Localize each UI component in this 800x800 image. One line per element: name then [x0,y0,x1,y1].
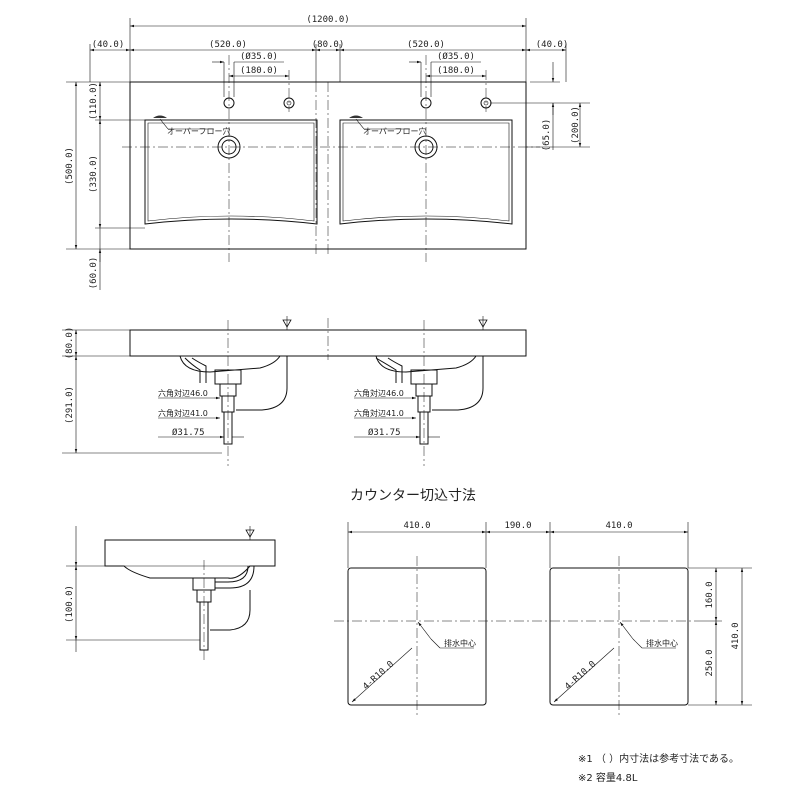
dim-basin-right: (520.0) [407,40,445,50]
dim-depth-total: (500.0) [65,147,75,185]
label-hex46-right: 六角対辺46.0 [354,388,404,398]
dim-hole-dia-right: (Ø35.0) [437,51,475,62]
dim-depth-front: (60.0) [89,257,99,290]
front-view: (80.0) (291.0) 六角対辺46.0 六角対辺41.0 Ø31.75 … [62,316,526,466]
label-overflow-left: オーバーフロー穴 [167,126,230,136]
side-counter [105,540,275,578]
dim-cut-center-bottom: 250.0 [705,649,715,676]
label-hex41-right: 六角対辺41.0 [354,408,404,418]
note-1: ※1 （ ）内寸法は参考寸法である。 [578,752,739,765]
dim-cut-width-right: 410.0 [605,521,632,531]
dim-side-height: (100.0) [65,585,75,623]
cutout-title: カウンター切込寸法 [350,488,476,504]
note-2: ※2 容量4.8L [578,771,638,784]
overflow-right-icon [349,115,363,118]
label-pipe-right: Ø31.75 [368,427,401,438]
label-hex41-left: 六角対辺41.0 [158,408,208,418]
dim-cut-height-total: 410.0 [731,622,741,649]
dim-right-200: (200.0) [571,106,581,144]
basin-left [145,120,317,224]
side-view: (100.0) [65,526,275,660]
label-radius-left: 4-R10.0 [361,659,396,692]
cutout-view: カウンター切込寸法 410.0 190.0 410.0 160.0 250.0 … [334,488,752,716]
dim-cut-gap: 190.0 [504,521,531,531]
dim-depth-back: (110.0) [89,82,99,120]
dim-cut-top-center: 160.0 [705,581,715,608]
dim-front-thickness: (80.0) [65,327,75,360]
dim-depth-basin: (330.0) [89,155,99,193]
dim-hole-dia-left: (Ø35.0) [240,51,278,62]
dim-gap: (80.0) [312,40,345,50]
dim-side-left: (40.0) [92,40,125,50]
dim-overall-width: (1200.0) [306,15,349,25]
label-drain-center-left: 排水中心 [444,638,476,648]
basin-right [340,120,512,224]
dim-basin-left: (520.0) [209,40,247,50]
dim-cut-width-left: 410.0 [403,521,430,531]
label-overflow-right: オーバーフロー穴 [363,126,426,136]
label-drain-center-right: 排水中心 [646,638,678,648]
dim-side-right: (40.0) [536,40,569,50]
dim-front-height-below: (291.0) [65,386,75,424]
label-radius-right: 4-R10.0 [563,659,598,692]
dim-faucet-spacing-left: (180.0) [240,66,278,76]
dim-faucet-spacing-right: (180.0) [437,66,475,76]
label-pipe-left: Ø31.75 [172,427,205,438]
top-view: (1200.0) (40.0) (520.0) (80.0) (520.0) (… [65,15,590,290]
notes: ※1 （ ）内寸法は参考寸法である。 ※2 容量4.8L [578,752,739,784]
overflow-left-icon [153,115,167,118]
dim-right-65: (65.0) [542,119,552,152]
label-hex46-left: 六角対辺46.0 [158,388,208,398]
